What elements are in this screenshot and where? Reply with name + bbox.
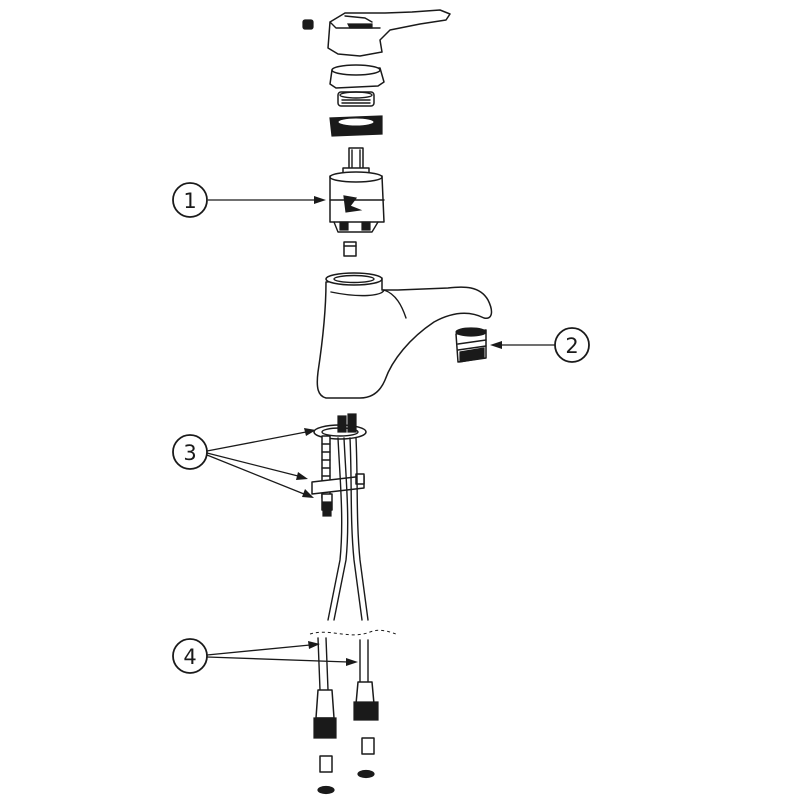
aerator (455, 327, 487, 363)
callout-label: 2 (565, 334, 578, 358)
callout-label: 1 (183, 189, 196, 213)
dome-cover (329, 64, 385, 89)
flexible-hoses (309, 437, 397, 739)
cartridge-seal (343, 241, 357, 257)
hose-fittings (317, 737, 375, 795)
callout-label: 4 (183, 645, 196, 669)
faucet-body (316, 272, 493, 399)
callout-label: 3 (183, 441, 196, 465)
callout-3: 3 (172, 428, 316, 498)
lever-handle (327, 9, 451, 57)
callout-1: 1 (172, 182, 326, 218)
callout-4: 4 (172, 638, 358, 674)
callout-2: 2 (490, 327, 590, 363)
cartridge (329, 147, 385, 233)
handle-screw (302, 19, 314, 30)
lock-ring (329, 115, 383, 137)
threaded-nut (337, 91, 375, 107)
